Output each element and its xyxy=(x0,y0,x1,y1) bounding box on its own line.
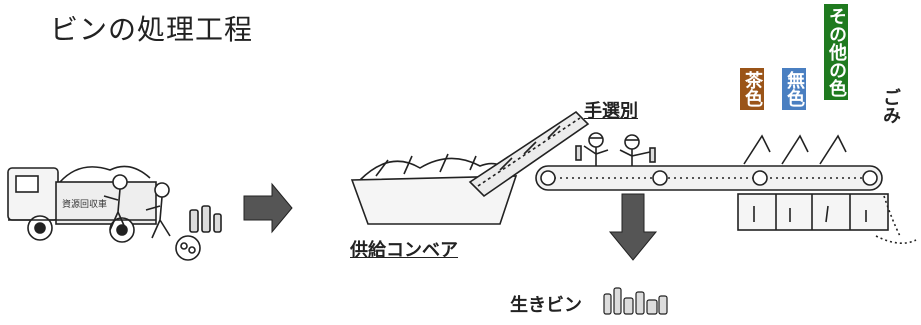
truck-text: 資源回収車 xyxy=(62,198,107,210)
truck-illustration xyxy=(7,165,157,243)
bottles-icon xyxy=(603,287,668,315)
label-reusable-bottles: 生きビン xyxy=(510,295,582,316)
bin-label-clear: 無色 xyxy=(782,68,806,110)
label-sorting: 手選別 xyxy=(584,101,638,122)
truck-workers-illustration xyxy=(103,174,222,261)
arrow-right-icon xyxy=(243,182,293,234)
sorting-conveyor-illustration xyxy=(535,165,883,191)
sorting-bins-illustration xyxy=(737,134,917,244)
label-supply-conveyor: 供給コンベア xyxy=(350,240,458,261)
label-trash: ごみ xyxy=(880,88,901,124)
bin-label-other: その他の色 xyxy=(824,4,848,100)
supply-conveyor-illustration xyxy=(468,110,590,198)
page-title: ビンの処理工程 xyxy=(50,13,254,46)
arrow-down-icon xyxy=(608,193,658,261)
bin-label-brown: 茶色 xyxy=(740,68,764,110)
sorting-workers-illustration xyxy=(575,132,656,168)
